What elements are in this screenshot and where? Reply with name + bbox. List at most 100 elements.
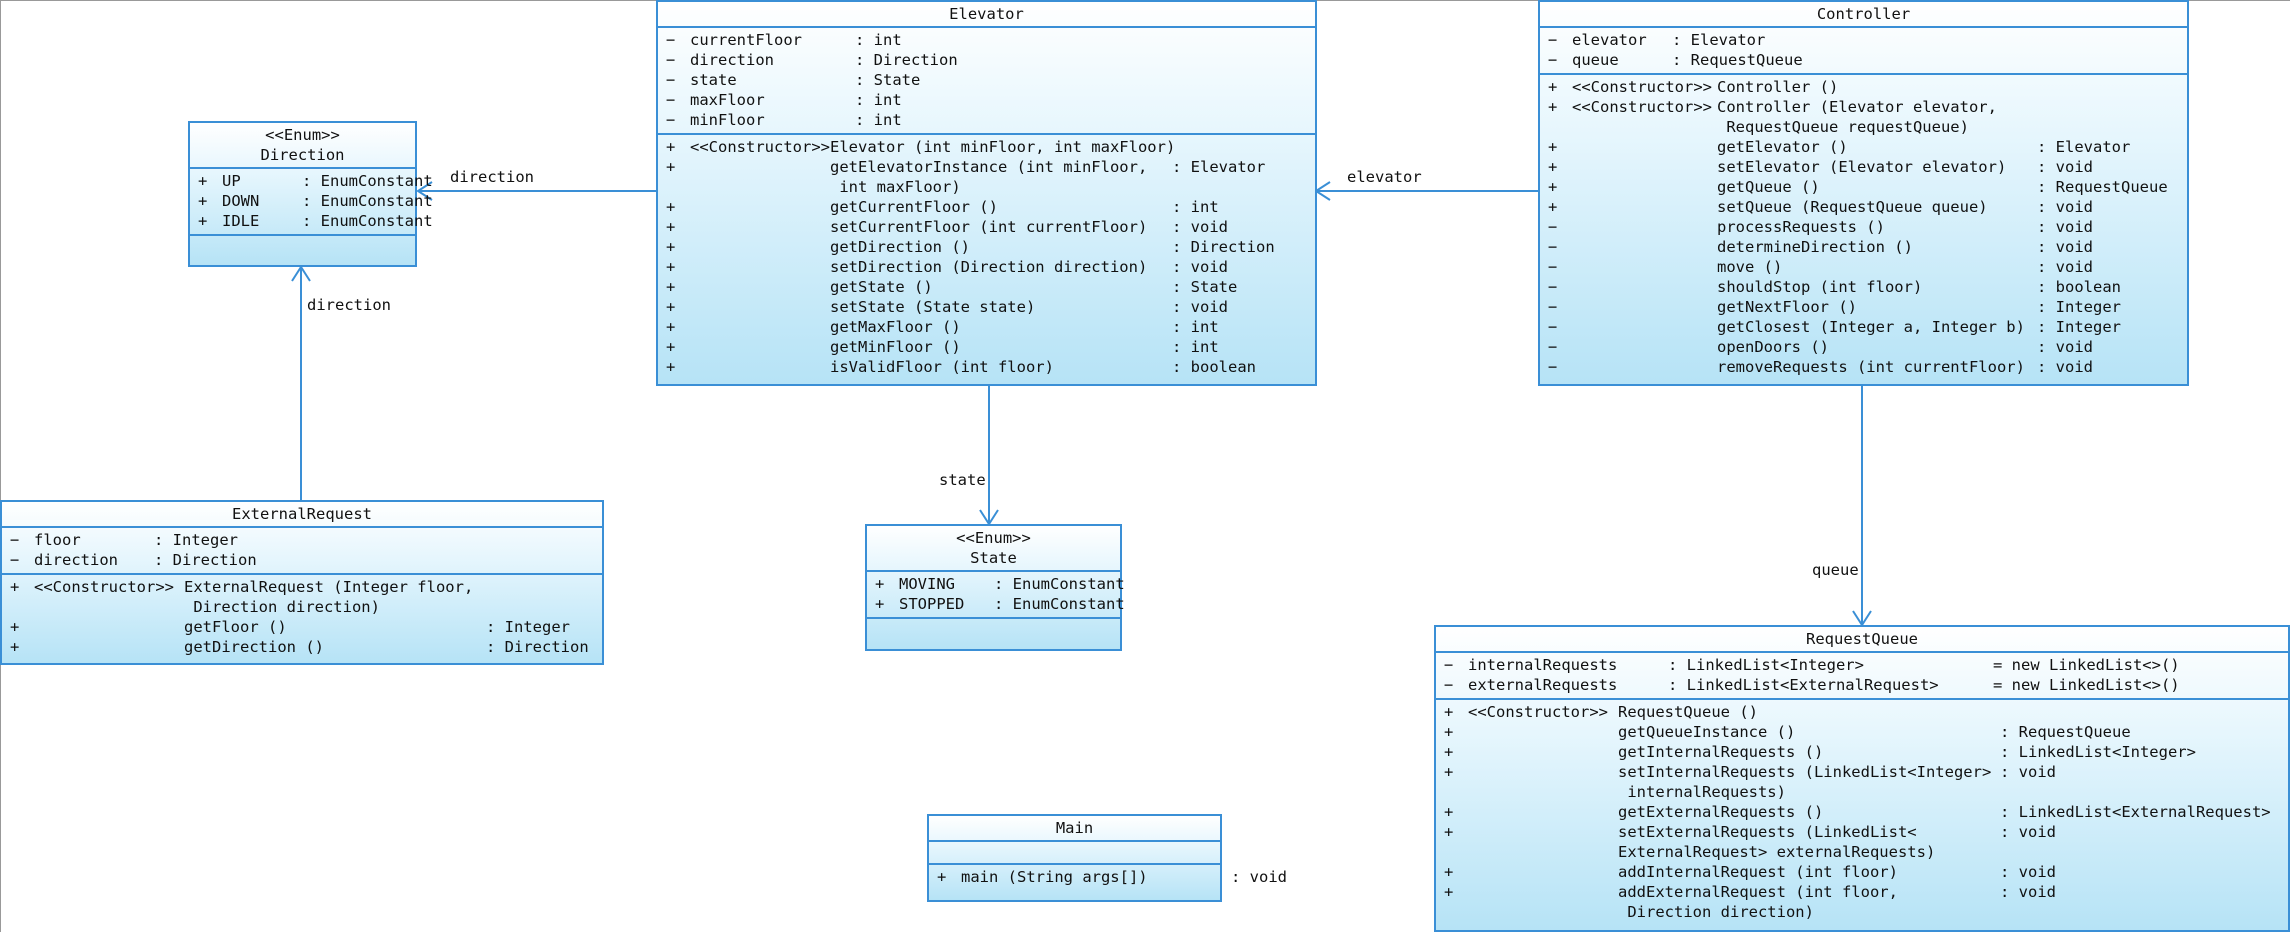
method-row: +getInternalRequests (): LinkedList<Inte…: [1436, 742, 2288, 762]
method-stereotype: [1572, 317, 1717, 337]
method-signature: processRequests (): [1717, 218, 1885, 236]
visibility-marker: −: [666, 91, 676, 109]
method-return-type: [486, 577, 602, 597]
method-stereotype: [690, 237, 830, 257]
method-return-type: : void: [2037, 258, 2093, 276]
class-external-request[interactable]: ExternalRequest−floor: Integer−direction…: [0, 500, 604, 665]
visibility-marker: −: [1548, 31, 1558, 49]
attribute-row: +MOVING: EnumConstant: [867, 574, 1125, 594]
method-stereotype: [1468, 762, 1618, 782]
visibility-marker: +: [1444, 763, 1454, 781]
method-signature: getQueue (): [1717, 178, 1820, 196]
attribute-type: : int: [855, 111, 902, 129]
method-signature: getExternalRequests (): [1618, 803, 1824, 821]
method-return-type: : boolean: [1172, 358, 1256, 376]
method-return-type: : boolean: [2037, 278, 2121, 296]
visibility-marker: +: [666, 258, 676, 276]
visibility-marker: [10, 597, 34, 617]
class-request-queue[interactable]: RequestQueue−internalRequests: LinkedLis…: [1434, 625, 2290, 932]
method-return-type: : Direction: [1172, 238, 1275, 256]
class-name: Main: [1055, 819, 1094, 837]
method-return-type: : void: [1172, 258, 1228, 276]
class-stereotype: <<Enum>>: [265, 126, 340, 144]
attribute-name: state: [690, 71, 737, 89]
label-elevator-direction: direction: [450, 168, 534, 186]
label-controller-elevator: elevator: [1347, 168, 1422, 186]
visibility-marker: +: [875, 595, 885, 613]
visibility-marker: +: [1548, 98, 1558, 116]
visibility-marker: +: [666, 238, 676, 256]
class-controller[interactable]: Controller−elevator: Elevator−queue: Req…: [1538, 0, 2189, 386]
visibility-marker: +: [10, 578, 20, 596]
method-row: Direction direction): [2, 597, 602, 617]
visibility-marker: +: [937, 868, 947, 886]
class-state[interactable]: <<Enum>>State+MOVING: EnumConstant+STOPP…: [865, 524, 1125, 651]
visibility-marker: +: [666, 198, 676, 216]
method-stereotype: [1572, 177, 1717, 197]
visibility-marker: −: [1548, 298, 1558, 316]
class-main[interactable]: Main+main (String args[]): void: [927, 814, 1287, 902]
class-elevator[interactable]: Elevator−currentFloor: int−direction: Di…: [656, 0, 1317, 386]
method-row: int maxFloor): [658, 177, 1315, 197]
method-stereotype: <<Constructor>>: [1468, 703, 1608, 721]
visibility-marker: −: [666, 31, 676, 49]
attribute-name: direction: [34, 551, 118, 569]
attributes-section: [929, 842, 1220, 865]
visibility-marker: +: [1548, 198, 1558, 216]
method-signature: ExternalRequest> externalRequests): [1618, 843, 1936, 861]
class-name: State: [970, 549, 1017, 567]
attribute-name: direction: [690, 51, 774, 69]
attribute-name: floor: [34, 531, 81, 549]
attribute-row: −state: State: [658, 70, 1315, 90]
visibility-marker: +: [666, 138, 676, 156]
method-stereotype: [34, 637, 184, 657]
class-header: Controller: [1540, 2, 2187, 28]
method-return-type: [1172, 177, 1315, 197]
method-signature: addInternalRequest (int floor): [1618, 863, 1898, 881]
method-return-type: [2000, 782, 2288, 802]
method-row: + addInternalRequest (int floor) : void: [1436, 862, 2288, 882]
visibility-marker: [1444, 902, 1468, 922]
attribute-row: −direction: Direction: [2, 550, 602, 570]
method-row: +getExternalRequests (): LinkedList<Exte…: [1436, 802, 2288, 822]
method-row: −shouldStop (int floor): boolean: [1540, 277, 2187, 297]
method-return-type: [486, 597, 602, 617]
attribute-name: externalRequests: [1468, 676, 1618, 694]
attribute-row: +STOPPED: EnumConstant: [867, 594, 1125, 614]
method-stereotype: <<Constructor>>: [1572, 98, 1712, 116]
method-stereotype: [690, 277, 830, 297]
method-row: +setExternalRequests (LinkedList<: void: [1436, 822, 2288, 842]
method-row: −determineDirection (): void: [1540, 237, 2187, 257]
method-row: +getQueueInstance (): RequestQueue: [1436, 722, 2288, 742]
method-return-type: : void: [2000, 863, 2056, 881]
method-stereotype: [690, 157, 830, 177]
method-row: +setCurrentFloor (int currentFloor): voi…: [658, 217, 1315, 237]
method-stereotype: [690, 337, 830, 357]
method-return-type: : void: [2037, 358, 2093, 376]
method-signature: shouldStop (int floor): [1717, 278, 1923, 296]
method-stereotype: [1572, 157, 1717, 177]
method-return-type: : void: [2037, 158, 2093, 176]
method-signature: setState (State state): [830, 298, 1036, 316]
attribute-row: −queue: RequestQueue: [1540, 50, 2187, 70]
visibility-marker: +: [1444, 863, 1454, 881]
method-signature: setElevator (Elevator elevator): [1717, 158, 2007, 176]
method-return-type: : void: [2037, 218, 2093, 236]
label-elevator-state: state: [939, 471, 986, 489]
method-return-type: : int: [1172, 198, 1219, 216]
method-stereotype: <<Constructor>>: [34, 578, 174, 596]
visibility-marker: +: [666, 218, 676, 236]
method-return-type: : Elevator: [2037, 138, 2131, 156]
attribute-type: : EnumConstant: [994, 595, 1125, 613]
class-direction[interactable]: <<Enum>>Direction+UP: EnumConstant+DOWN:…: [188, 121, 433, 267]
class-name: Elevator: [949, 5, 1024, 23]
method-return-type: : void: [2000, 823, 2056, 841]
method-signature: getMaxFloor (): [830, 318, 961, 336]
method-signature: isValidFloor (int floor): [830, 358, 1054, 376]
attribute-row: +DOWN: EnumConstant: [190, 191, 433, 211]
method-return-type: : Integer: [486, 618, 570, 636]
arrowhead-direction-up: [291, 265, 311, 282]
visibility-marker: +: [1548, 78, 1558, 96]
visibility-marker: −: [10, 531, 20, 549]
method-return-type: : int: [1172, 318, 1219, 336]
